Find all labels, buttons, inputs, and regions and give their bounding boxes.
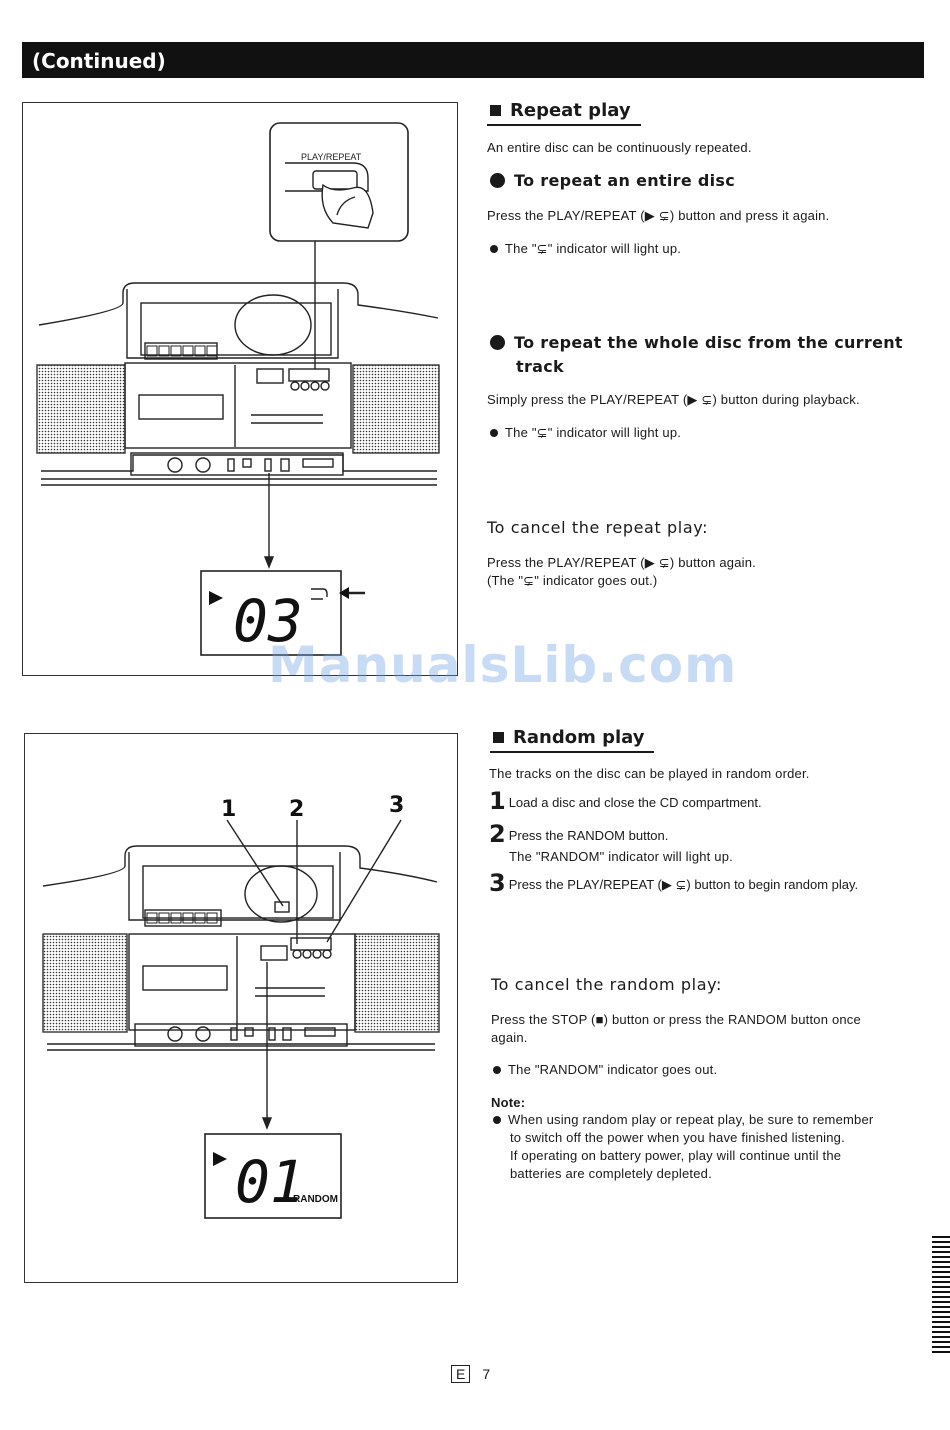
repeat-cancel-line1: Press the PLAY/REPEAT (▶ ⊊) button again… [487, 555, 756, 570]
display-digits-01: 01 [235, 1148, 305, 1216]
bullet-dot-icon [493, 1116, 501, 1125]
bullet-dot-icon [493, 1066, 501, 1075]
note-line-2: to switch off the power when you have fi… [510, 1130, 845, 1145]
circle-bullet-icon [490, 335, 505, 350]
note-line-1: When using random play or repeat play, b… [490, 1111, 930, 1129]
note-line-4: batteries are completely depleted. [510, 1166, 712, 1181]
repeat-entire-heading: To repeat an entire disc [487, 172, 927, 190]
edge-index-marks [932, 1236, 950, 1356]
language-code: E [451, 1365, 471, 1383]
note-line-3: If operating on battery power, play will… [510, 1148, 842, 1163]
page-number: 7 [482, 1366, 491, 1382]
stereo-illustration-random: 1 2 3 01 RANDOM [42, 793, 440, 1219]
square-bullet-icon [493, 731, 504, 743]
repeat-section: Repeat play [487, 102, 927, 126]
bullet-dot-icon [490, 429, 498, 438]
bullet-dot-icon [490, 245, 498, 254]
callout-2: 2 [289, 797, 304, 822]
repeat-entire-bullet: The "⊊" indicator will light up. [487, 240, 927, 258]
callout-3: 3 [389, 793, 404, 818]
repeat-cancel-line2: (The "⊊" indicator goes out.) [487, 573, 658, 588]
callout-1: 1 [221, 797, 236, 822]
random-cancel-line1: Press the STOP (■) button or press the R… [491, 1012, 861, 1027]
repeat-current-heading-line2: track [516, 357, 564, 376]
play-repeat-label: PLAY/REPEAT [301, 152, 362, 162]
random-step-2-sub: The "RANDOM" indicator will light up. [509, 849, 733, 864]
random-title: Random play [490, 729, 655, 753]
repeat-intro: An entire disc can be continuously repea… [487, 140, 752, 155]
repeat-cancel-heading: To cancel the repeat play: [487, 518, 709, 537]
header-bar: (Continued) [22, 42, 924, 78]
random-cancel-heading: To cancel the random play: [491, 975, 723, 994]
random-figure: 1 2 3 01 RANDOM [24, 733, 458, 1283]
note-label: Note: [491, 1095, 526, 1110]
random-indicator: RANDOM [293, 1194, 338, 1205]
stereo-illustration-repeat: PLAY/REPEAT 03 [36, 122, 440, 656]
random-cancel-bullet: The "RANDOM" indicator goes out. [490, 1061, 930, 1079]
repeat-current-bullet: The "⊊" indicator will light up. [487, 424, 927, 442]
circle-bullet-icon [490, 173, 505, 188]
square-bullet-icon [490, 104, 501, 116]
repeat-title: Repeat play [487, 102, 641, 126]
display-digits-03: 03 [233, 587, 303, 655]
watermark: ManualsLib.com [268, 636, 738, 694]
random-section: Random play [490, 729, 930, 753]
repeat-figure: PLAY/REPEAT 03 [22, 102, 458, 676]
random-cancel-line2: again. [491, 1030, 528, 1045]
random-intro: The tracks on the disc can be played in … [489, 766, 810, 781]
repeat-entire-instruction: Press the PLAY/REPEAT (▶ ⊊) button and p… [487, 208, 830, 223]
repeat-current-instruction: Simply press the PLAY/REPEAT (▶ ⊊) butto… [487, 392, 860, 407]
repeat-current-heading: To repeat the whole disc from the curren… [487, 334, 927, 352]
header-title: (Continued) [32, 49, 166, 73]
